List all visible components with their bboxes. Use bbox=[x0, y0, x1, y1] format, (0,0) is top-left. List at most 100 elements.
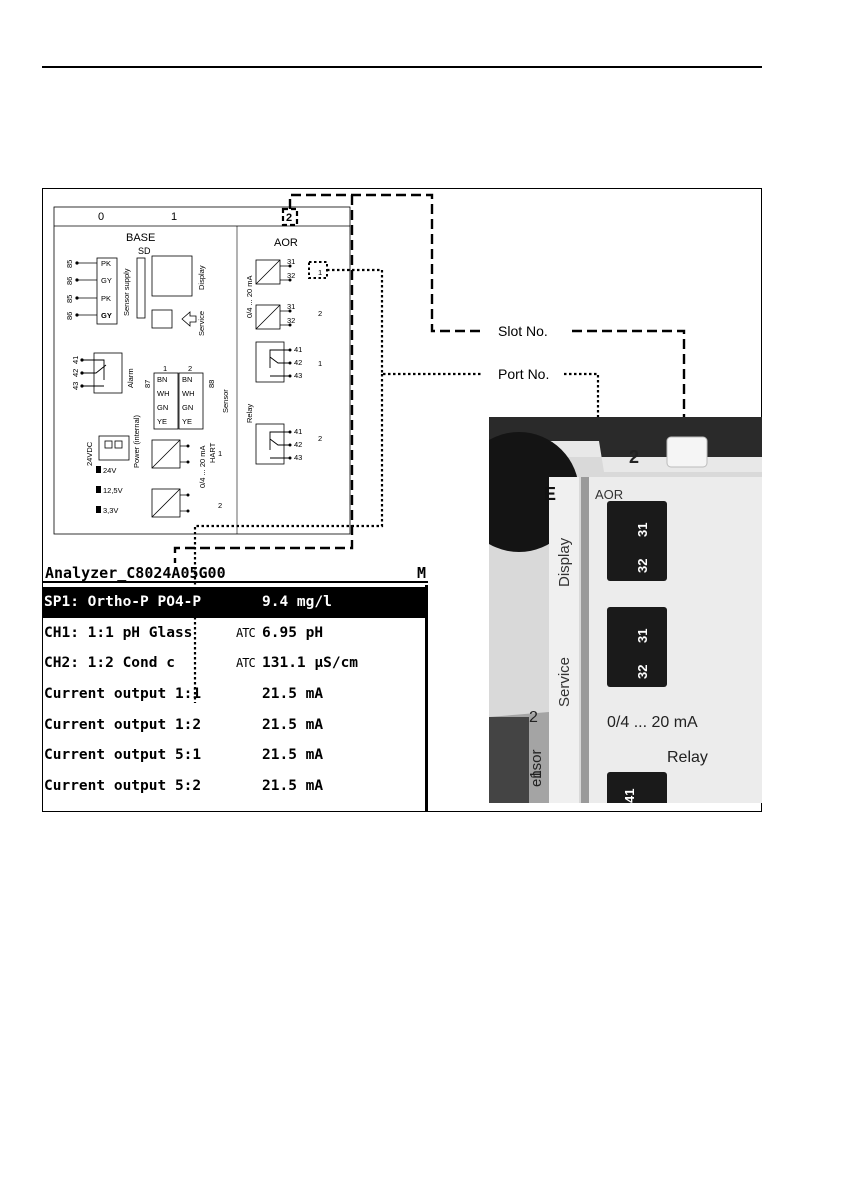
lcd-row-label: Current output 5:1 bbox=[44, 747, 202, 764]
lcd-scrollbar[interactable] bbox=[425, 585, 428, 811]
voltage-led-24 bbox=[96, 466, 101, 473]
supply-terminal-4: 86 bbox=[65, 312, 74, 320]
photo-mA-label: 0/4 ... 20 mA bbox=[607, 714, 698, 731]
lcd-row-ch1[interactable]: CH1: 1:1 pH Glass ATC 6.95 pH bbox=[43, 618, 428, 649]
sensor-wire-gn: GN bbox=[157, 403, 168, 412]
relay1-terminal-43: 43 bbox=[294, 371, 302, 380]
voltage-3v: 3,3V bbox=[103, 506, 118, 515]
wiring-diagram: 0 1 2 BASE AOR SD Display Service PK GY … bbox=[53, 193, 692, 703]
power-connector bbox=[98, 435, 130, 461]
supply-wire-4: GY bbox=[101, 311, 112, 320]
sd-slot bbox=[136, 257, 146, 319]
sensor-ch1-label: 1 bbox=[163, 364, 167, 373]
photo-aor-label: AOR bbox=[595, 487, 623, 502]
slot-highlight-box bbox=[281, 207, 299, 227]
supply-wire-1: PK bbox=[101, 259, 111, 268]
header-rule bbox=[42, 66, 762, 68]
relay2-terminal-41: 41 bbox=[294, 427, 302, 436]
sensor-ch2-box bbox=[178, 372, 204, 430]
photo-service-label: Service bbox=[556, 657, 573, 707]
atc-indicator: ATC bbox=[236, 656, 256, 671]
service-arrow-icon bbox=[181, 311, 197, 327]
lcd-device-title: Analyzer_C8024A05G00 bbox=[45, 564, 226, 582]
sensor-terminals-ch2: 88 bbox=[207, 380, 216, 388]
aor-current-output-1 bbox=[255, 259, 292, 285]
lcd-mode-indicator: M bbox=[416, 564, 426, 582]
lcd-row-current-output-1-2[interactable]: Current output 1:2 21.5 mA bbox=[43, 710, 428, 741]
aor-title: AOR bbox=[274, 237, 298, 249]
schematic-panel: 0 1 2 BASE AOR SD Display Service PK GY … bbox=[53, 206, 351, 535]
photo-slot-number: 2 bbox=[629, 447, 639, 467]
sd-label: SD bbox=[138, 246, 151, 256]
sensor2-wire-wh: WH bbox=[182, 389, 195, 398]
relay1-terminal-41: 41 bbox=[294, 345, 302, 354]
lcd-row-current-output-1-1[interactable]: Current output 1:1 21.5 mA bbox=[43, 679, 428, 710]
supply-terminal-3: 85 bbox=[65, 295, 74, 303]
lcd-row-label: Current output 5:2 bbox=[44, 778, 202, 795]
alarm-terminal-43: 43 bbox=[71, 382, 80, 390]
alarm-label: Alarm bbox=[126, 368, 135, 388]
base-mA-label: 0/4 ... 20 mA bbox=[198, 445, 207, 488]
sensor-supply-label: Sensor supply bbox=[122, 268, 131, 316]
lcd-row-label: CH1: 1:1 pH Glass bbox=[44, 624, 193, 641]
relay-port-1: 1 bbox=[318, 359, 322, 368]
slot-callout-line-lcd bbox=[173, 195, 354, 563]
alarm-terminal-41: 41 bbox=[71, 356, 80, 364]
lcd-row-sp1[interactable]: SP1: Ortho-P PO4-P 9.4 mg/l bbox=[43, 587, 428, 618]
relay2-terminal-42: 42 bbox=[294, 440, 302, 449]
photo-terminal-41: 41 bbox=[622, 789, 637, 803]
photo-sensor-label: ensor bbox=[528, 749, 545, 787]
voltage-led-12 bbox=[96, 486, 101, 493]
lcd-measurement-list: SP1: Ortho-P PO4-P 9.4 mg/l CH1: 1:1 pH … bbox=[43, 587, 428, 802]
sensor-supply-block bbox=[75, 257, 118, 325]
supply-wire-3: PK bbox=[101, 294, 111, 303]
aor-terminal-block-1 bbox=[607, 501, 667, 581]
aor-terminal-32a: 32 bbox=[287, 271, 295, 280]
lcd-row-label: SP1: Ortho-P PO4-P bbox=[44, 594, 202, 610]
relay1-terminal-42: 42 bbox=[294, 358, 302, 367]
lcd-title-bar: Analyzer_C8024A05G00 M bbox=[43, 563, 428, 583]
base-current-output-2 bbox=[151, 488, 190, 518]
supply-terminal-1: 85 bbox=[65, 260, 74, 268]
aor-relay-2 bbox=[255, 423, 292, 465]
aor-port-2: 2 bbox=[318, 309, 322, 318]
photo-base-letter: E bbox=[544, 484, 556, 504]
aor-terminal-31b: 31 bbox=[287, 302, 295, 311]
lcd-row-value: 6.95 pH bbox=[262, 624, 324, 641]
base-title: BASE bbox=[126, 232, 155, 244]
sensor2-wire-bn: BN bbox=[182, 375, 192, 384]
lcd-row-value: 21.5 mA bbox=[262, 778, 324, 795]
slot-callout-line-photo bbox=[572, 329, 686, 450]
photo-num-2: 2 bbox=[529, 709, 538, 726]
supply-terminal-2: 86 bbox=[65, 277, 74, 285]
power-voltage: 24VDC bbox=[85, 441, 94, 466]
relay-label: Relay bbox=[245, 404, 254, 423]
lcd-row-ch2[interactable]: CH2: 1:2 Cond c ATC 131.1 µS/cm bbox=[43, 648, 428, 679]
supply-wire-2: GY bbox=[101, 276, 112, 285]
photo-display-label: Display bbox=[556, 537, 573, 587]
lcd-row-current-output-5-2[interactable]: Current output 5:2 21.5 mA bbox=[43, 771, 428, 802]
photo-terminal-32a: 32 bbox=[635, 559, 650, 573]
lcd-row-label: CH2: 1:2 Cond c bbox=[44, 655, 175, 672]
aor-relay-1 bbox=[255, 341, 292, 383]
voltage-24v: 24V bbox=[103, 466, 116, 475]
slot-callout-label: Slot No. bbox=[498, 323, 548, 339]
sensor-wire-ye: YE bbox=[157, 417, 167, 426]
sensor-terminals-ch1: 87 bbox=[143, 380, 152, 388]
slot-number-2: 2 bbox=[286, 212, 292, 224]
lcd-row-value: 21.5 mA bbox=[262, 686, 324, 703]
lcd-row-label: Current output 1:2 bbox=[44, 716, 202, 733]
hart-label: HART bbox=[208, 442, 217, 463]
lcd-row-current-output-5-1[interactable]: Current output 5:1 21.5 mA bbox=[43, 740, 428, 771]
service-label: Service bbox=[197, 311, 206, 336]
relay-port-2: 2 bbox=[318, 434, 322, 443]
aor-current-output-2 bbox=[255, 304, 292, 330]
alarm-terminal-42: 42 bbox=[71, 369, 80, 377]
lcd-row-value: 9.4 mg/l bbox=[262, 594, 332, 610]
sensor-ch2-label: 2 bbox=[188, 364, 192, 373]
photo-terminal-32b: 32 bbox=[635, 665, 650, 679]
slot-number-1: 1 bbox=[171, 211, 177, 223]
base-current-output-1 bbox=[151, 439, 190, 469]
port-callout-line-top bbox=[327, 268, 482, 376]
aor-port-1: 1 bbox=[318, 268, 322, 277]
